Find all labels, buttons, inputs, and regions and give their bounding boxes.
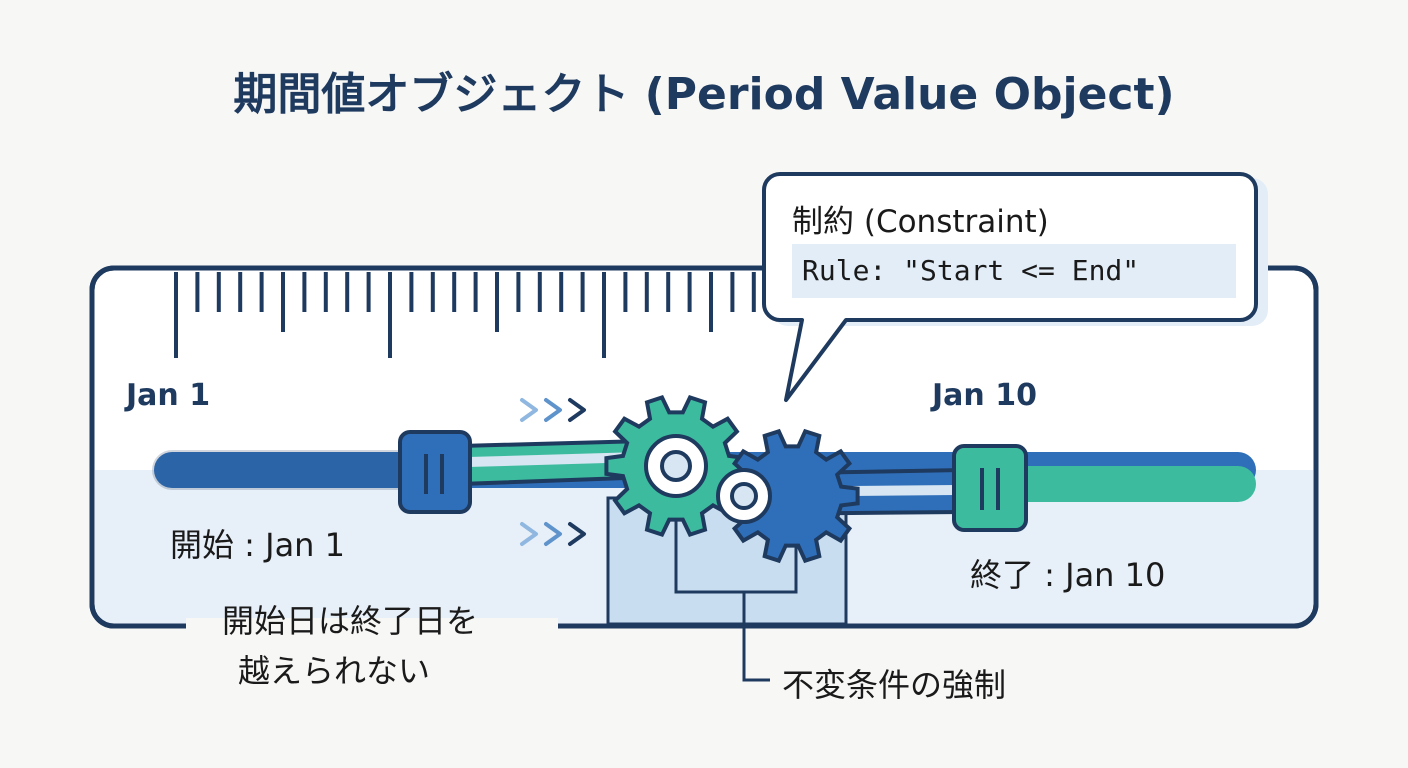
gear-blue-icon: [716, 428, 860, 564]
gear-green-icon: [604, 394, 748, 538]
invariant-label: 不変条件の強制: [782, 666, 1007, 704]
constraint-rule: Rule: "Start <= End": [792, 244, 1236, 298]
rule-note-line1: 開始日は終了日を: [222, 602, 479, 640]
constraint-heading: 制約 (Constraint): [792, 204, 1049, 240]
chevron-right-icon: [520, 522, 586, 546]
page-title: 期間値オブジェクト (Period Value Object): [233, 69, 1175, 120]
end-value-label: 終了 : Jan 10: [970, 556, 1166, 594]
start-value-label: 開始 : Jan 1: [170, 526, 345, 564]
chevron-right-icon: [520, 398, 586, 422]
start-handle[interactable]: [398, 430, 472, 514]
end-tick-label: Jan 10: [932, 378, 1037, 413]
rule-note-line2: 越えられない: [238, 652, 431, 690]
end-handle[interactable]: [952, 444, 1028, 532]
start-tick-label: Jan 1: [126, 378, 211, 413]
